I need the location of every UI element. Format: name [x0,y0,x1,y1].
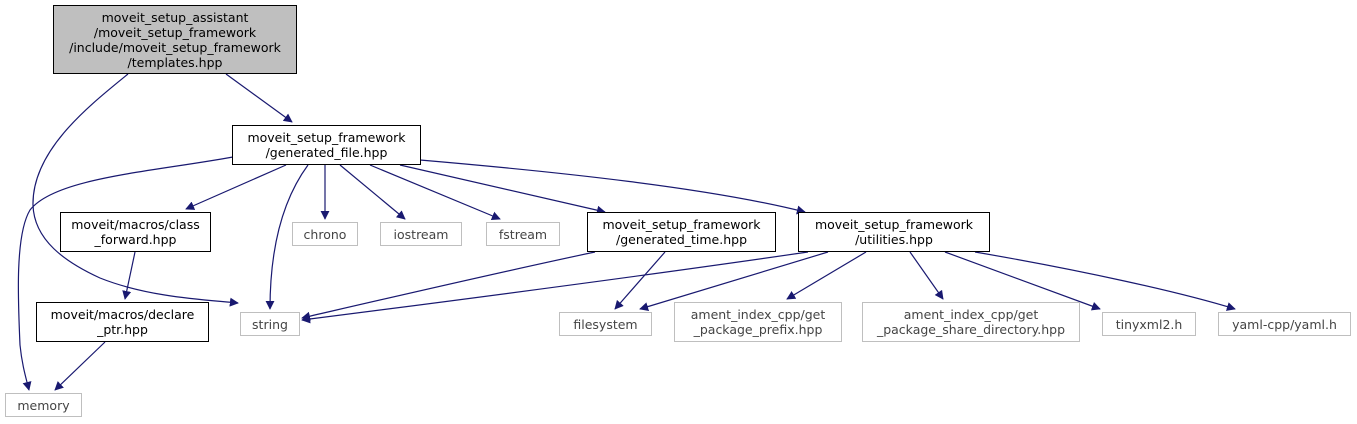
node-get-package-share-directory-hpp[interactable]: ament_index_cpp/get_package_share_direct… [862,302,1080,342]
edge-root-to-generated_file [225,73,293,123]
node-tinyxml2-h[interactable]: tinyxml2.h [1102,312,1196,336]
node-label-line: moveit/macros/declare [50,307,195,322]
edge-utilities-to-filesystem [639,251,829,311]
node-get-package-prefix-hpp[interactable]: ament_index_cpp/get_package_prefix.hpp [674,302,842,342]
node-label-line: _ptr.hpp [97,322,148,337]
node-label-line: memory [17,397,70,413]
node-label-line: /generated_file.hpp [265,145,388,160]
node-label-line: iostream [393,226,449,242]
node-label-line: moveit_setup_framework [602,217,761,232]
edge-generated_file-to-fstream [369,164,501,221]
edge-declare_ptr-to-memory [54,341,106,391]
node-label-line: /templates.hpp [127,54,223,70]
node-label-line: /utilities.hpp [855,232,933,247]
edge-generated_time-to-filesystem [614,251,666,310]
node-label-line: string [252,316,288,332]
edge-generated_time-to-string [301,251,596,321]
node-memory[interactable]: memory [5,393,82,417]
node-generated-time-hpp[interactable]: moveit_setup_framework/generated_time.hp… [587,212,776,252]
node-label-line: filesystem [573,316,638,332]
node-label-line: moveit_setup_framework [247,130,406,145]
node-label-line: _package_share_directory.hpp [876,322,1066,337]
node-label-line: /moveit_setup_framework [93,24,257,40]
node-label-line: /generated_time.hpp [615,232,748,247]
edge-generated_file-to-iostream [339,164,406,220]
node-label-line: ament_index_cpp/get [690,307,826,322]
edge-class_forward-to-declare_ptr [122,251,136,300]
node-label-line: _package_prefix.hpp [693,322,823,337]
node-fstream[interactable]: fstream [486,222,560,246]
node-chrono[interactable]: chrono [292,222,358,246]
node-iostream[interactable]: iostream [380,222,462,246]
node-templates-hpp[interactable]: moveit_setup_assistant/moveit_setup_fram… [53,5,297,74]
edge-generated_file-to-memory [17,156,234,391]
edge-utilities-to-tinyxml2 [944,251,1101,311]
node-label-line: tinyxml2.h [1115,316,1183,332]
node-label-line: ament_index_cpp/get [903,307,1039,322]
node-declare-ptr-hpp[interactable]: moveit/macros/declare_ptr.hpp [36,302,209,342]
node-filesystem[interactable]: filesystem [559,312,652,336]
node-label-line: fstream [498,226,548,242]
edge-generated_file-to-utilities [419,159,806,215]
node-label-line: moveit_setup_framework [814,217,974,232]
edge-root-to-string [32,73,239,307]
node-class-forward-hpp[interactable]: moveit/macros/class_forward.hpp [60,212,211,252]
node-utilities-hpp[interactable]: moveit_setup_framework/utilities.hpp [798,212,990,252]
node-yaml-cpp-yaml-h[interactable]: yaml-cpp/yaml.h [1218,312,1351,336]
node-label-line: yaml-cpp/yaml.h [1232,316,1337,332]
edge-utilities-to-get_package_prefix [786,251,867,300]
edge-utilities-to-yaml [974,251,1236,311]
edge-utilities-to-string [301,251,809,324]
node-label-line: moveit/macros/class [71,217,200,232]
node-label-line: /include/moveit_setup_framework [69,39,281,55]
edge-generated_file-to-generated_time [399,164,606,215]
node-label-line: _forward.hpp [94,232,177,247]
edge-generated_file-to-class_forward [185,164,287,210]
edge-generated_file-to-string [265,164,309,310]
node-string[interactable]: string [240,312,300,336]
node-label-line: moveit_setup_assistant [101,9,249,25]
node-generated-file-hpp[interactable]: moveit_setup_framework/generated_file.hp… [232,125,421,165]
edge-utilities-to-get_package_share_directory [909,251,944,300]
node-label-line: chrono [303,226,347,242]
